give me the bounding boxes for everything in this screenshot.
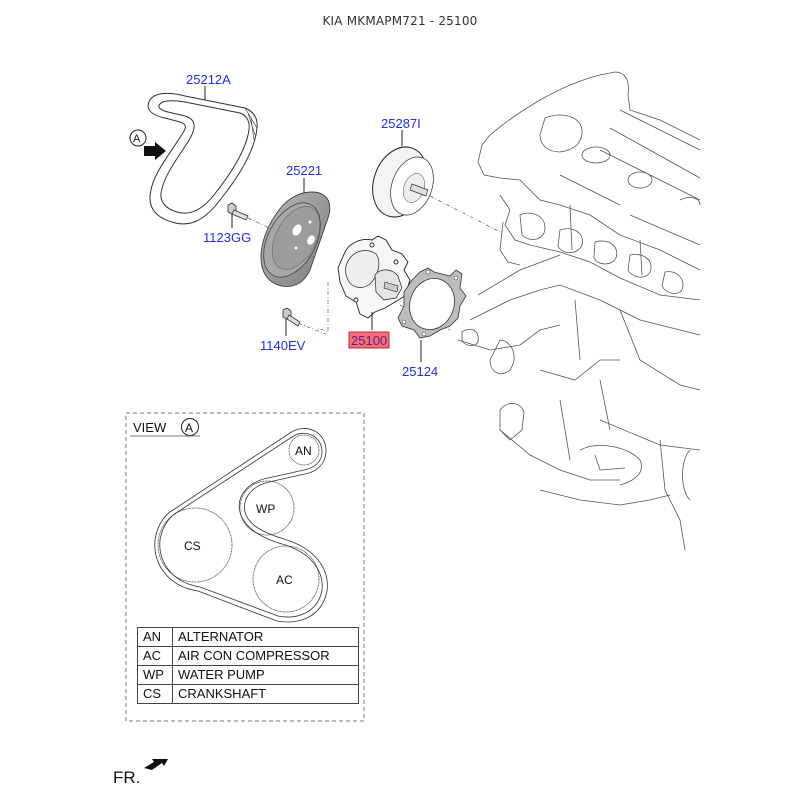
pulley-label-ac: AC	[276, 573, 293, 587]
belt-routing-diagram: AN WP CS AC	[154, 428, 328, 623]
highlight-box	[348, 331, 390, 349]
legend-description: WATER PUMP	[172, 665, 359, 685]
view-direction-arrow-icon	[144, 142, 166, 160]
front-direction-label: FR.	[113, 768, 141, 787]
legend-code: WP	[137, 665, 173, 685]
part-label-1140ev[interactable]: 1140EV	[260, 338, 306, 353]
pulley-label-an: AN	[295, 444, 312, 458]
legend-description: ALTERNATOR	[172, 627, 359, 647]
front-direction-arrow-icon	[144, 759, 168, 770]
diagram-title: KIA MKMAPM721 - 25100	[322, 14, 478, 28]
pulley-wp	[239, 480, 295, 536]
legend-code: AC	[137, 646, 173, 666]
legend-row: AN ALTERNATOR	[137, 627, 359, 647]
idler-pulley-drawing	[372, 130, 501, 233]
view-title-marker: A	[185, 421, 193, 435]
pump-bolt-drawing	[282, 307, 301, 336]
engine-block	[457, 71, 701, 551]
part-label-25221[interactable]: 25221	[286, 163, 322, 178]
guide-lines	[289, 282, 329, 335]
pulley-legend-table: AN ALTERNATOR AC AIR CON COMPRESSOR WP W…	[137, 627, 359, 704]
pulley-label-wp: WP	[256, 502, 275, 516]
legend-code: AN	[137, 627, 173, 647]
part-label-25287i[interactable]: 25287I	[381, 116, 421, 131]
part-label-25100[interactable]: 25100	[351, 333, 387, 348]
pulley-cs	[157, 507, 233, 583]
drive-belt	[147, 92, 258, 225]
legend-row: AC AIR CON COMPRESSOR	[137, 646, 359, 666]
view-a-frame	[125, 412, 365, 722]
view-marker-letter: A	[133, 133, 141, 145]
view-a-callout: A	[129, 129, 166, 160]
gasket-drawing	[397, 267, 467, 362]
legend-description: CRANKSHAFT	[172, 684, 359, 704]
view-title: VIEW	[133, 420, 167, 435]
legend-code: CS	[137, 684, 173, 704]
pulley-an	[288, 434, 320, 466]
water-pump-pulley-drawing	[260, 178, 331, 287]
view-marker-circle	[129, 129, 147, 147]
legend-row: WP WATER PUMP	[137, 665, 359, 685]
pulley-label-cs: CS	[184, 539, 201, 553]
part-label-25124[interactable]: 25124	[402, 364, 438, 379]
part-label-25212a[interactable]: 25212A	[186, 72, 231, 87]
legend-row: CS CRANKSHAFT	[137, 684, 359, 704]
pulley-ac	[252, 545, 320, 613]
part-label-1123gg[interactable]: 1123GG	[203, 230, 251, 245]
legend-description: AIR CON COMPRESSOR	[172, 646, 359, 666]
water-pump-drawing	[337, 235, 451, 331]
